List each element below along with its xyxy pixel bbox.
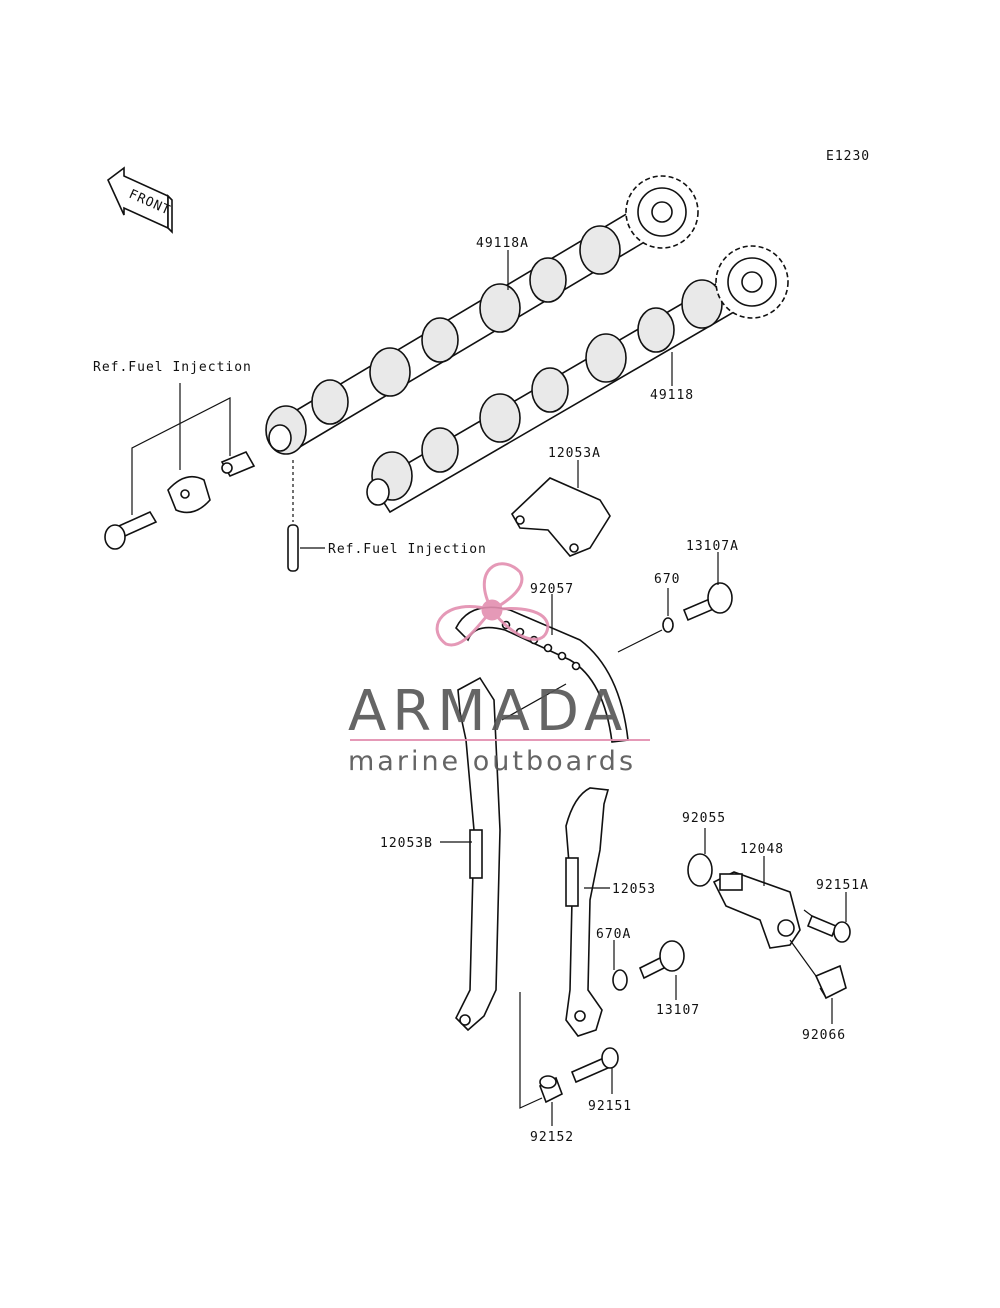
label-92066: 92066	[802, 1028, 846, 1043]
oring-670	[662, 617, 674, 633]
label-670a: 670A	[596, 927, 631, 942]
label-12048: 12048	[740, 842, 784, 857]
chain-guide-leader	[501, 683, 567, 721]
fuel-injection-pin	[287, 460, 299, 572]
bolt-13107	[638, 940, 685, 980]
label-92055: 92055	[682, 811, 726, 826]
label-92151a: 92151A	[816, 878, 869, 893]
ref-fuel-injection-1: Ref.Fuel Injection	[93, 360, 252, 375]
watermark-brand: ARMADA	[348, 679, 628, 744]
camshaft-49118a	[265, 175, 699, 455]
label-12053a: 12053A	[548, 446, 601, 461]
propeller-logo-icon	[435, 562, 550, 647]
fuel-injection-sensor-rotor	[167, 475, 211, 514]
label-13107a: 13107A	[686, 539, 739, 554]
bolt-92151a-axis	[803, 909, 813, 917]
label-13107: 13107	[656, 1003, 700, 1018]
label-49118: 49118	[650, 388, 694, 403]
fuel-injection-bolt	[104, 510, 158, 550]
bolt-92151	[570, 1047, 619, 1084]
chain-tensioner-12048	[712, 871, 801, 949]
camshaft-49118	[366, 245, 789, 514]
bolt-92151a	[806, 914, 851, 943]
fuel-injection-1-leader	[131, 383, 231, 515]
chain-guide-12053a	[510, 477, 611, 557]
bolt-13107a	[682, 582, 733, 622]
chain-guide-12053b	[455, 676, 501, 1032]
plug-92066	[814, 964, 847, 1000]
diagram-code: E1230	[826, 149, 870, 164]
ref-fuel-injection-2: Ref.Fuel Injection	[328, 542, 487, 557]
oring-92055	[687, 853, 713, 887]
collar-92152	[538, 1075, 564, 1104]
label-670: 670	[654, 572, 680, 587]
label-92152: 92152	[530, 1130, 574, 1145]
collar-axis-line	[519, 992, 543, 1109]
fuel-injection-spacer	[220, 450, 256, 478]
label-12053b: 12053B	[380, 836, 433, 851]
front-arrow-icon: FRONT	[107, 166, 173, 234]
label-92151: 92151	[588, 1099, 632, 1114]
tensioner-axis-line	[617, 629, 663, 653]
chain-guide-12053	[565, 787, 610, 1037]
watermark-tagline: marine outboards	[348, 746, 636, 777]
oring-670a	[612, 969, 628, 991]
label-12053: 12053	[612, 882, 656, 897]
label-49118a: 49118A	[476, 236, 529, 251]
plug-axis	[789, 939, 817, 977]
armada-watermark: ARMADA marine outboards	[348, 562, 650, 777]
label-92057: 92057	[530, 582, 574, 597]
